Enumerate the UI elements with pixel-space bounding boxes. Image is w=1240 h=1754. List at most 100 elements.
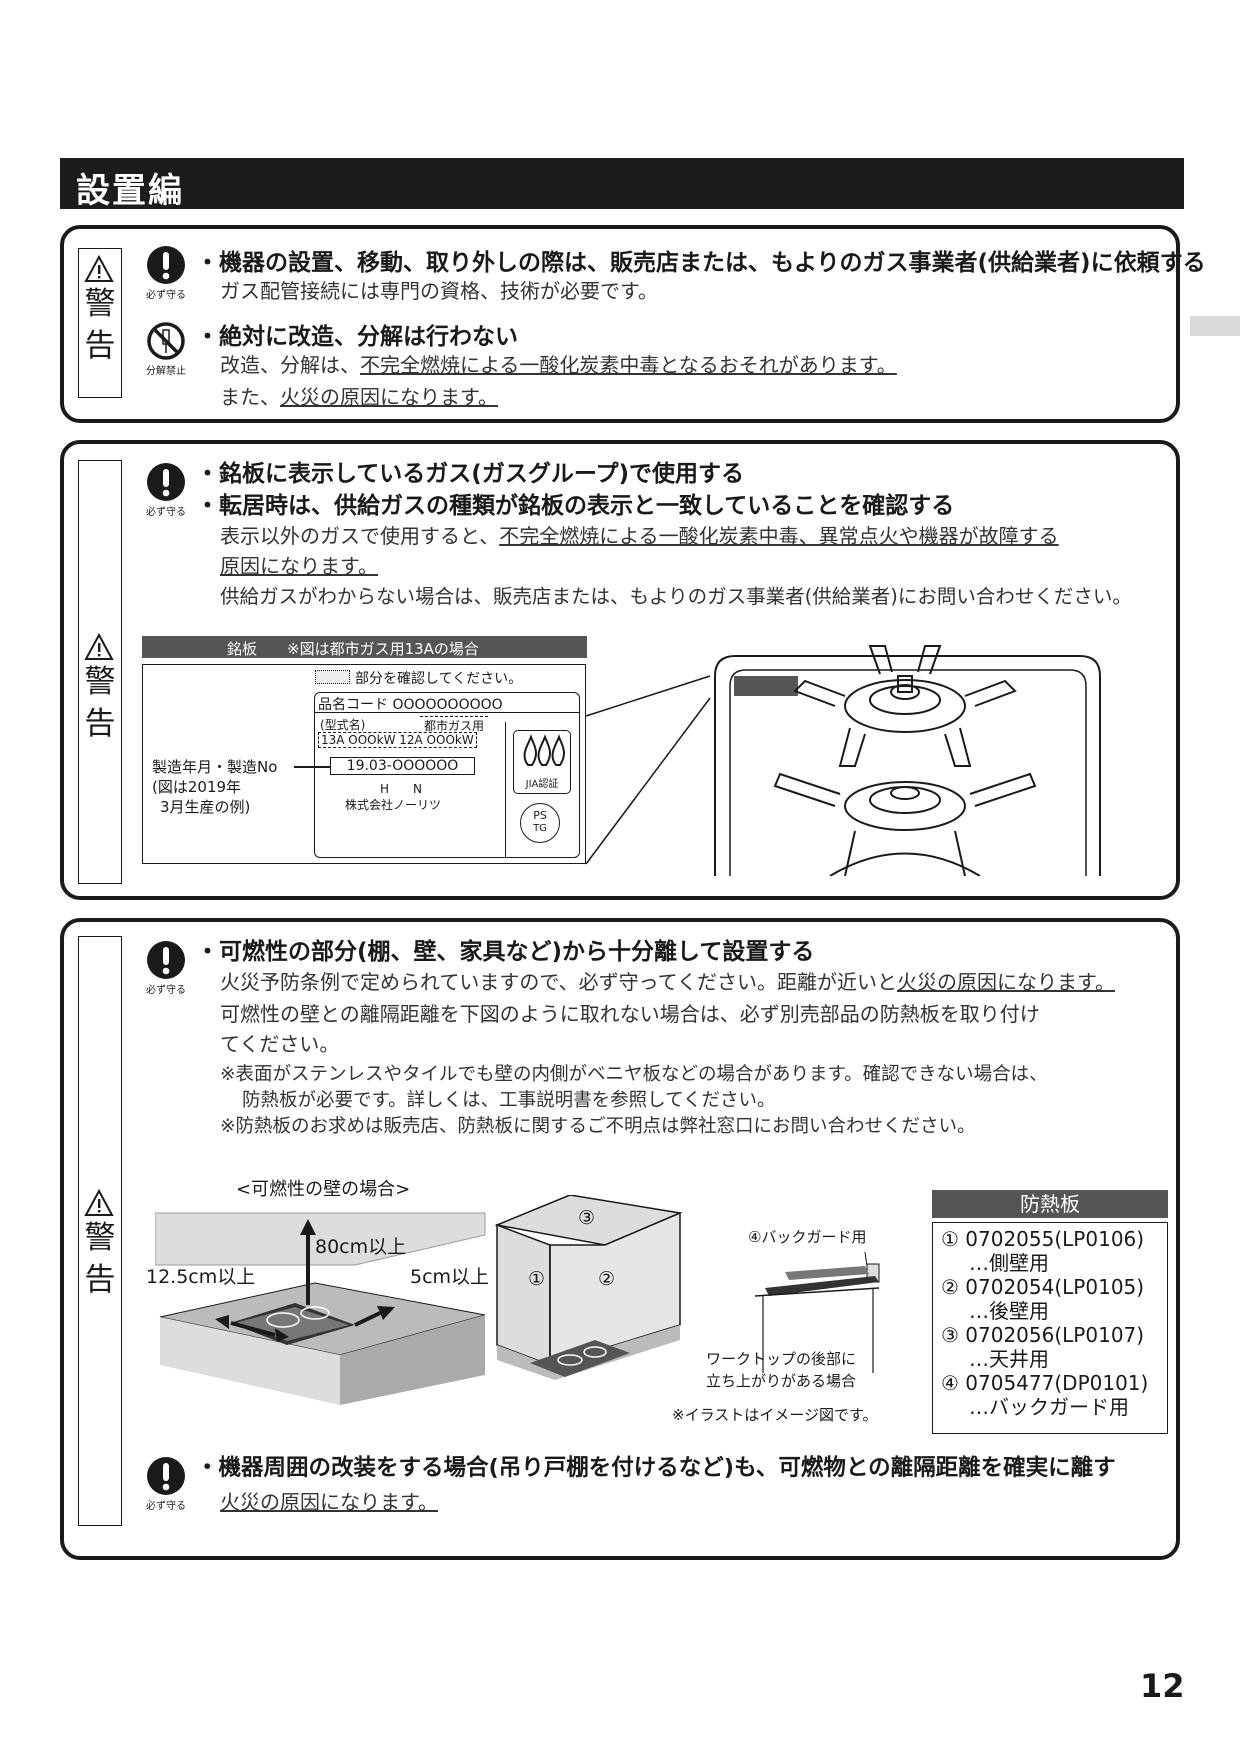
- block2-body2: 原因になります。: [220, 554, 378, 578]
- must-do-caption: 必ず守る: [146, 507, 186, 518]
- exclamation-icon: [147, 463, 185, 501]
- dotted-box-icon: [315, 670, 350, 684]
- must-do-symbol: 必ず守る: [136, 462, 196, 518]
- warning-label: 警 告: [78, 460, 122, 884]
- shield-number-2: ②: [598, 1268, 616, 1290]
- nameplate-title: 銘板: [227, 640, 258, 658]
- shield-item-use: …天井用: [969, 1347, 1049, 1371]
- block2-item2-title: ・転居時は、供給ガスの種類が銘板の表示と一致していることを確認する: [196, 493, 955, 519]
- shield-item-use: …バックガード用: [969, 1395, 1129, 1419]
- worktop-note: ワークトップの後部に 立ち上がりがある場合: [706, 1348, 856, 1392]
- shield-list: ① 0702055(LP0106) …側壁用 ② 0702054(LP0105)…: [932, 1222, 1168, 1434]
- warning-kanji-2: 告: [84, 328, 116, 364]
- warning-kanji-2: 告: [84, 1262, 116, 1298]
- block3-item2-body: 火災の原因になります。: [220, 1490, 438, 1514]
- must-do-caption: 必ず守る: [146, 290, 186, 301]
- warning-label: 警 告: [78, 248, 122, 398]
- block3-note3: ※防熱板のお求めは販売店、防熱板に関するご不明点は弊社窓口にお問い合わせください…: [220, 1116, 976, 1137]
- shield-item-use: …後壁用: [969, 1299, 1049, 1323]
- exclamation-icon: [147, 941, 185, 979]
- page-number: 12: [1140, 1667, 1185, 1705]
- side-tab: [1190, 316, 1240, 336]
- jia-mark: JIA認証: [513, 730, 571, 794]
- block3-body2: 可燃性の壁との離隔距離を下図のように取れない場合は、必ず別売部品の防熱板を取り付…: [220, 1002, 1040, 1026]
- warning-box-1: 警 告 必ず守る 分解禁止 ・機器の設置、移動、取り外しの際は、販売店または、も…: [60, 225, 1206, 423]
- worktop-note-2: 立ち上がりがある場合: [706, 1372, 857, 1390]
- block3-item1-title: ・可燃性の部分(棚、壁、家具など)から十分離して設置する: [196, 939, 815, 965]
- distance-top: 80cm以上: [315, 1236, 407, 1258]
- nameplate-title-bar: 銘板 ※図は都市ガス用13Aの場合: [142, 636, 587, 658]
- shield-title: 防熱板: [932, 1190, 1168, 1218]
- block1-item1-body: ガス配管接続には専門の資格、技術が必要です。: [220, 279, 658, 303]
- warning-kanji-1: 警: [84, 1220, 116, 1256]
- must-do-symbol: 必ず守る: [136, 940, 196, 996]
- warning-kanji-1: 警: [84, 286, 116, 322]
- flame-icon: [523, 734, 565, 766]
- block3-body3: てください。: [220, 1032, 340, 1056]
- block1-item2-body: 改造、分解は、不完全燃焼による一酸化炭素中毒となるおそれがあります。: [220, 353, 897, 377]
- block2-body3: 供給ガスがわからない場合は、販売店または、もよりのガス事業者(供給業者)にお問い…: [220, 585, 1132, 608]
- section-header: 設置編: [60, 158, 1184, 211]
- block1-item2-title: ・絶対に改造、分解は行わない: [196, 324, 518, 350]
- distance-right: 5cm以上: [410, 1266, 490, 1288]
- backguard-label: ④バックガード用: [748, 1228, 867, 1246]
- shield-item-code: ③ 0702056(LP0107): [941, 1323, 1145, 1347]
- warning-triangle-icon: [84, 633, 114, 660]
- maker-name: 株式会社ノーリツ: [345, 798, 442, 812]
- must-do-symbol-2: 必ず守る: [136, 1456, 196, 1512]
- warning-label: 警 告: [78, 936, 122, 1526]
- clearance-diagram: [155, 1212, 486, 1405]
- must-do-caption: 必ず守る: [146, 1501, 186, 1512]
- block3-note1: ※表面がステンレスやタイルでも壁の内側がベニヤ板などの場合があります。確認できな…: [220, 1064, 1048, 1085]
- warning-triangle-icon: [84, 255, 114, 282]
- hn-marks: H N: [380, 782, 423, 796]
- block2-body1: 表示以外のガスで使用すると、不完全燃焼による一酸化炭素中毒、異常点火や機器が故障…: [220, 524, 1059, 548]
- rating: 13A OOOkW 12A OOOkW: [318, 732, 477, 748]
- block2-item1-title: ・銘板に表示しているガス(ガスグループ)で使用する: [196, 461, 744, 487]
- product-code: 品名コード OOOOOOOOOO: [318, 697, 503, 713]
- no-disassembly-symbol: 分解禁止: [136, 321, 196, 377]
- nameplate-title-note: ※図は都市ガス用13Aの場合: [287, 640, 479, 658]
- jia-label: JIA認証: [525, 779, 559, 790]
- model-label: (型式名): [320, 718, 366, 732]
- stove-top-illustration: [585, 645, 1101, 876]
- warning-triangle-icon: [84, 1189, 114, 1216]
- nameplate-figure: [142, 664, 586, 864]
- block1-item2-body2: また、火災の原因になります。: [220, 385, 498, 409]
- exclamation-icon: [147, 246, 185, 284]
- date-example-1: (図は2019年: [152, 778, 242, 796]
- backguard-illustration: [755, 1251, 880, 1373]
- shield-number-3: ③: [578, 1207, 596, 1229]
- must-do-caption: 必ず守る: [146, 985, 186, 996]
- plate-body: [314, 692, 580, 858]
- block3-note2: 防熱板が必要です。詳しくは、工事説明書を参照してください。: [242, 1090, 776, 1111]
- date-example-2: 3月生産の例): [160, 798, 251, 816]
- block1-item1-title: ・機器の設置、移動、取り外しの際は、販売店または、もよりのガス事業者(供給業者)…: [196, 250, 1206, 276]
- ps-tg-mark: PS TG: [520, 803, 560, 843]
- warning-kanji-2: 告: [84, 706, 116, 742]
- ps-label: PS: [533, 809, 547, 822]
- leader-line: [294, 766, 330, 768]
- must-do-symbol: 必ず守る: [136, 245, 196, 301]
- shield-placement-illustration: [495, 1195, 683, 1380]
- worktop-note-1: ワークトップの後部に: [706, 1350, 857, 1368]
- serial-number: 19.03-OOOOOO: [330, 757, 475, 775]
- plate-divider: [314, 712, 580, 713]
- confirm-note: 部分を確認してください。: [355, 671, 523, 687]
- no-disassembly-icon: [147, 322, 185, 360]
- date-label: 製造年月・製造No: [152, 758, 278, 776]
- shield-item-code: ① 0702055(LP0106): [941, 1227, 1145, 1251]
- plate-vdivider: [505, 722, 506, 858]
- diagram-caption: <可燃性の壁の場合>: [236, 1179, 411, 1200]
- tg-label: TG: [533, 823, 547, 834]
- illustration-note: ※イラストはイメージ図です。: [672, 1406, 878, 1424]
- block3-item2-title: ・機器周囲の改装をする場合(吊り戸棚を付けるなど)も、可燃物との離隔距離を確実に…: [196, 1455, 1116, 1481]
- distance-left: 12.5cm以上: [146, 1266, 256, 1288]
- warning-kanji-1: 警: [84, 664, 116, 700]
- no-disassembly-caption: 分解禁止: [146, 366, 186, 377]
- shield-item-use: …側壁用: [969, 1251, 1049, 1275]
- shield-number-1: ①: [528, 1268, 546, 1290]
- exclamation-icon: [147, 1457, 185, 1495]
- block3-body1: 火災予防条例で定められていますので、必ず守ってください。距離が近いと火災の原因に…: [220, 970, 1115, 994]
- shield-item-code: ④ 0705477(DP0101): [941, 1371, 1149, 1395]
